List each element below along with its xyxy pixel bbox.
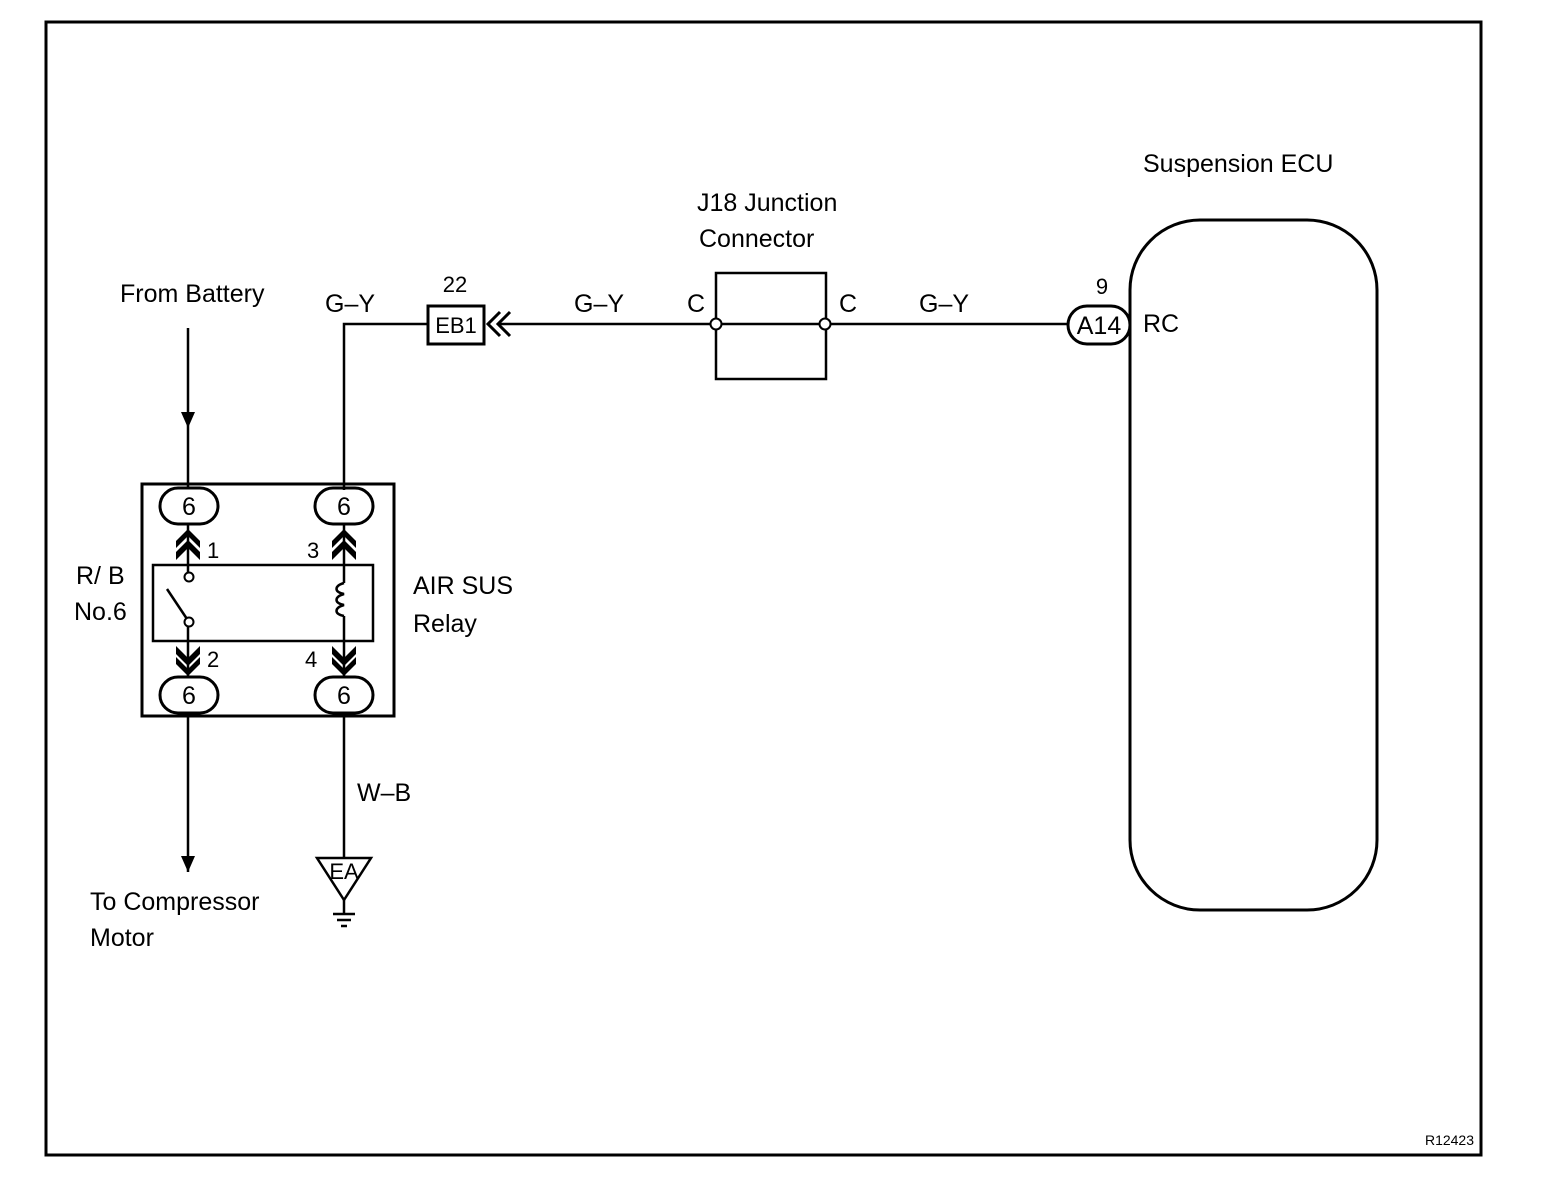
eb1-connector-label: EB1	[435, 313, 477, 338]
gy-wire-label-relay: G–Y	[325, 290, 375, 318]
relay-label-line2: Relay	[413, 610, 477, 638]
relay-block-outline	[140, 482, 396, 718]
to-compressor-label-line1: To Compressor	[90, 888, 260, 916]
a14-pin-label: 9	[1096, 274, 1108, 299]
to-compressor-label-line2: Motor	[90, 924, 154, 952]
eb1-pin-label: 22	[443, 272, 467, 297]
rb-connector-top-left	[158, 486, 220, 526]
junction-right-terminal-label: C	[839, 290, 857, 318]
rb-connector-bottom-left-label: 6	[182, 682, 196, 710]
from-battery-label: From Battery	[120, 280, 265, 308]
battery-arrow-icon	[181, 412, 195, 428]
junction-right-terminal	[818, 317, 832, 331]
terminal-4-chevron-icon	[332, 646, 356, 676]
switch-bottom-contact	[183, 616, 195, 628]
wb-wire-label: W–B	[357, 779, 411, 807]
terminal-3-chevron-icon	[332, 529, 356, 560]
gy-wire-relay-to-eb1	[342, 322, 428, 490]
terminal-2-chevron-icon	[176, 646, 200, 676]
junction-label-line1: J18 Junction	[697, 189, 837, 217]
figure-id: R12423	[1425, 1132, 1474, 1148]
junction-left-terminal	[709, 317, 723, 331]
terminal-4-label: 4	[305, 647, 317, 672]
ecu-title: Suspension ECU	[1143, 150, 1333, 178]
gy-wire-label-ecu: G–Y	[919, 290, 969, 318]
ecu-body	[1128, 218, 1379, 912]
ground-connector-label: EA	[329, 859, 359, 884]
rb-label-line1: R/ B	[76, 562, 125, 590]
junction-connector-box	[714, 271, 828, 381]
switch-arm	[165, 588, 189, 620]
terminal-1-label: 1	[207, 538, 219, 563]
junction-left-terminal-label: C	[687, 290, 705, 318]
rb-connector-top-right-label: 6	[337, 493, 351, 521]
eb1-chevron-icon	[485, 310, 512, 338]
diagram-frame	[44, 20, 1483, 1157]
eb1-connector	[426, 304, 486, 346]
gy-wire-label-mid: G–Y	[574, 290, 624, 318]
switch-top-contact	[183, 571, 195, 583]
terminal-1-chevron-icon	[176, 529, 200, 560]
relay-inner-box	[151, 563, 375, 643]
terminal-3-label: 3	[307, 538, 319, 563]
compressor-arrow-icon	[181, 856, 195, 872]
terminal-2-label: 2	[207, 647, 219, 672]
coil-icon	[335, 581, 345, 618]
relay-label-line1: AIR SUS	[413, 572, 513, 600]
rb-label-line2: No.6	[74, 598, 127, 626]
rb-connector-top-left-label: 6	[182, 493, 196, 521]
ground-connector-icon	[314, 856, 374, 903]
a14-connector-label: A14	[1077, 312, 1122, 340]
rb-connector-bottom-right-label: 6	[337, 682, 351, 710]
junction-label-line2: Connector	[699, 225, 814, 253]
ecu-terminal-label: RC	[1143, 310, 1179, 338]
a14-connector	[1066, 304, 1132, 346]
